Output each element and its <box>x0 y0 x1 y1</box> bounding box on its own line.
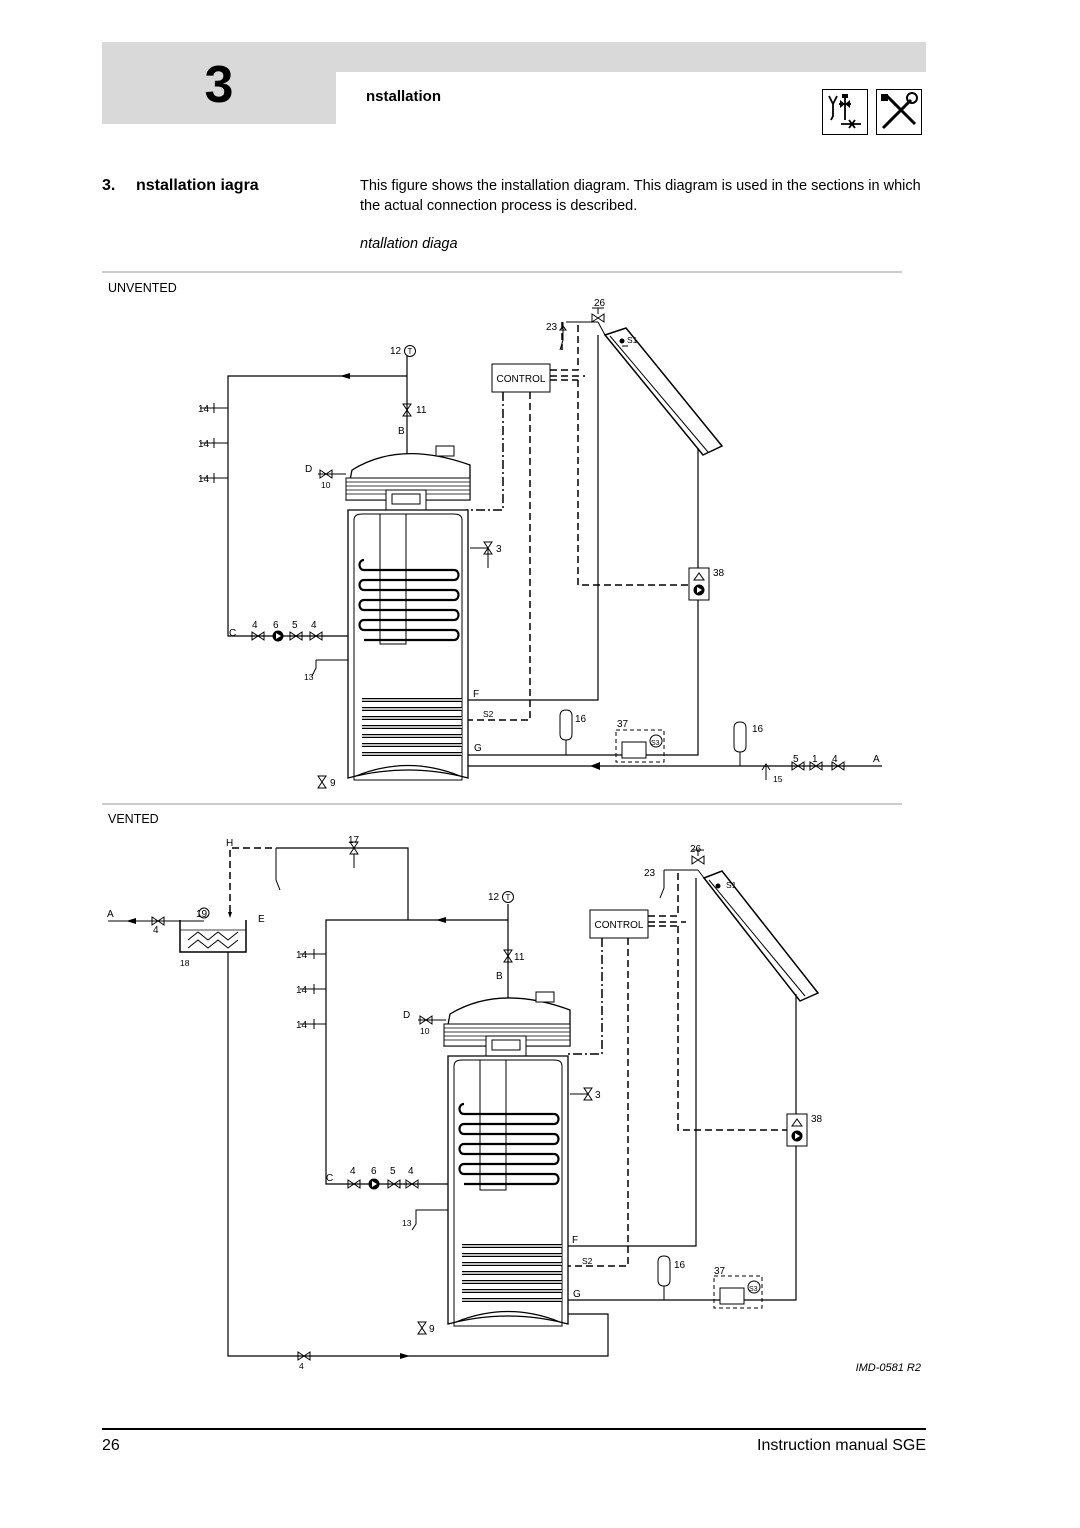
unvented-label: UNVENTED <box>108 281 177 295</box>
svg-text:B: B <box>398 426 405 437</box>
svg-text:S3: S3 <box>651 740 660 747</box>
subsection-title: nstallation iagra <box>136 177 259 194</box>
svg-text:3: 3 <box>595 1090 601 1101</box>
svg-text:4: 4 <box>299 1361 304 1371</box>
svg-text:38: 38 <box>811 1114 823 1125</box>
svg-text:D: D <box>305 464 312 475</box>
control-box-vented <box>589 909 649 939</box>
svg-text:S2: S2 <box>582 1256 593 1266</box>
figure-caption: ntallation diaga <box>360 236 458 252</box>
svg-text:6: 6 <box>273 620 279 631</box>
svg-text:11: 11 <box>416 405 427 416</box>
svg-text:18: 18 <box>180 958 190 968</box>
svg-text:14: 14 <box>296 950 308 961</box>
vented-label: VENTED <box>108 812 159 826</box>
svg-text:15: 15 <box>773 774 783 784</box>
svg-text:14: 14 <box>296 985 308 996</box>
svg-text:10: 10 <box>420 1026 430 1036</box>
chapter-number-box <box>102 72 336 124</box>
header-band <box>102 42 926 72</box>
svg-text:14: 14 <box>198 439 210 450</box>
manual-name: Instruction manual SGE <box>757 1437 926 1454</box>
svg-text:E: E <box>258 914 265 925</box>
svg-text:16: 16 <box>674 1260 686 1271</box>
subsection-heading: 3. nstallation iagra <box>102 177 259 195</box>
svg-text:1: 1 <box>812 754 818 765</box>
svg-text:14: 14 <box>296 1020 308 1031</box>
drawing-reference: IMD-0581 R2 <box>856 1362 921 1374</box>
svg-text:C: C <box>326 1173 333 1184</box>
svg-text:F: F <box>572 1235 578 1246</box>
svg-text:T: T <box>408 347 413 356</box>
svg-text:S1: S1 <box>726 880 737 890</box>
unvented-diagram: CONTROL T <box>200 307 882 789</box>
svg-text:14: 14 <box>198 404 210 415</box>
svg-text:4: 4 <box>408 1166 414 1177</box>
svg-text:4: 4 <box>832 754 838 765</box>
svg-text:14: 14 <box>198 474 210 485</box>
page-number: 26 <box>102 1437 120 1454</box>
control-box <box>491 363 551 393</box>
svg-text:12: 12 <box>488 892 500 903</box>
footer-rule <box>102 1428 926 1430</box>
svg-text:37: 37 <box>714 1266 726 1277</box>
vented-diagram: T CONTROL <box>108 841 820 1361</box>
svg-text:10: 10 <box>321 480 331 490</box>
control-label: CONTROL <box>497 374 546 385</box>
svg-text:11: 11 <box>514 952 525 963</box>
svg-text:A: A <box>873 754 880 765</box>
subsection-number: 3. <box>102 177 116 194</box>
svg-text:H: H <box>226 838 233 849</box>
svg-text:4: 4 <box>252 620 258 631</box>
svg-text:9: 9 <box>330 778 336 789</box>
svg-text:16: 16 <box>575 714 587 725</box>
safety-valve-icon <box>822 89 868 135</box>
svg-text:16: 16 <box>752 724 764 735</box>
svg-text:5: 5 <box>390 1166 396 1177</box>
svg-text:17: 17 <box>348 835 360 846</box>
svg-text:B: B <box>496 971 503 982</box>
svg-text:CONTROL: CONTROL <box>595 920 644 931</box>
svg-text:6: 6 <box>371 1166 377 1177</box>
svg-text:38: 38 <box>713 568 725 579</box>
svg-text:13: 13 <box>304 672 314 682</box>
tools-icon <box>876 89 922 135</box>
svg-text:4: 4 <box>350 1166 356 1177</box>
svg-text:26: 26 <box>690 844 702 855</box>
svg-text:5: 5 <box>292 620 298 631</box>
svg-text:37: 37 <box>617 719 629 730</box>
svg-text:F: F <box>473 689 479 700</box>
svg-text:12: 12 <box>390 346 402 357</box>
svg-text:4: 4 <box>153 925 159 936</box>
svg-text:19: 19 <box>196 909 208 920</box>
section-title: nstallation <box>366 88 442 105</box>
svg-text:S3: S3 <box>749 1286 758 1293</box>
svg-text:3: 3 <box>496 544 502 555</box>
svg-text:26: 26 <box>594 298 606 309</box>
chapter-number: 3 <box>204 56 234 114</box>
svg-text:4: 4 <box>311 620 317 631</box>
svg-text:G: G <box>573 1289 581 1300</box>
svg-text:D: D <box>403 1010 410 1021</box>
installation-diagram: UNVENTED VENTED CONTROL <box>102 271 921 1374</box>
svg-text:C: C <box>229 628 236 639</box>
storage-cylinder <box>345 445 471 781</box>
svg-text:S1: S1 <box>627 335 638 345</box>
solar-collector <box>603 327 724 456</box>
svg-text:23: 23 <box>546 322 558 333</box>
svg-text:G: G <box>474 743 482 754</box>
svg-text:S2: S2 <box>483 709 494 719</box>
storage-cylinder-vented <box>443 991 571 1327</box>
svg-text:13: 13 <box>402 1218 412 1228</box>
svg-text:A: A <box>107 909 114 920</box>
svg-text:T: T <box>506 893 511 902</box>
svg-text:9: 9 <box>429 1324 435 1335</box>
intro-paragraph: This figure shows the installation diagr… <box>360 178 921 214</box>
svg-text:23: 23 <box>644 868 656 879</box>
svg-text:5: 5 <box>793 754 799 765</box>
